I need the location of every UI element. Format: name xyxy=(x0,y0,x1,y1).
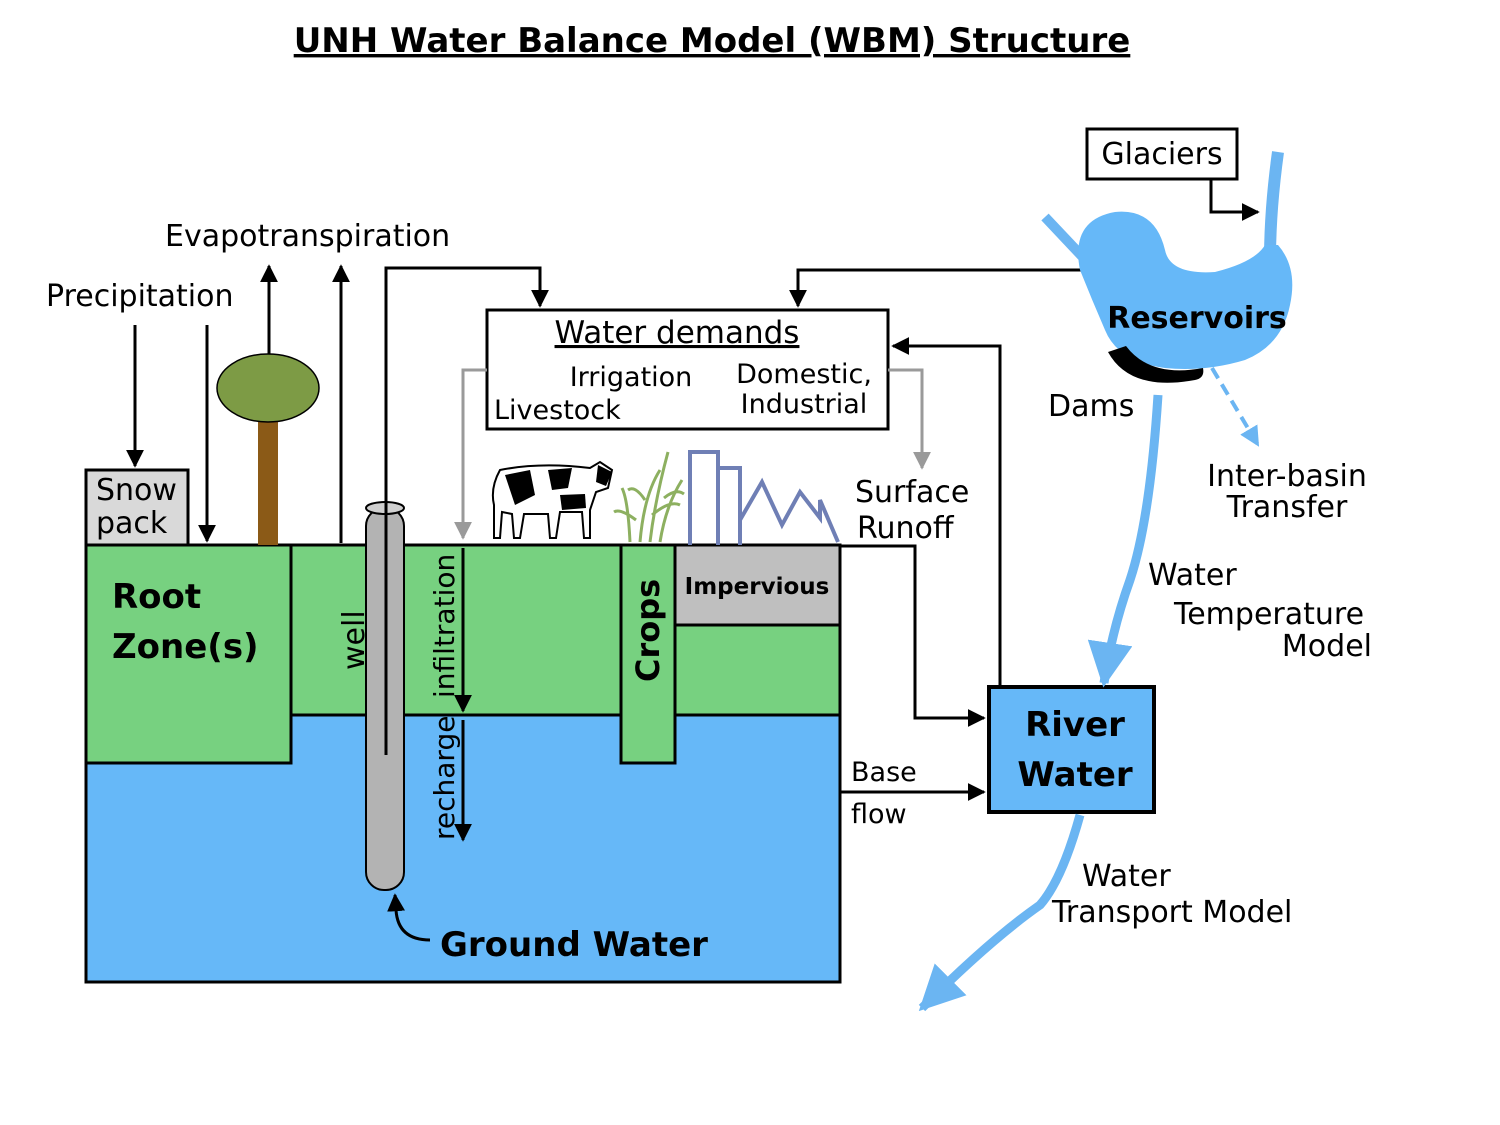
livestock-return-arrow xyxy=(454,368,487,540)
glacier-stream xyxy=(1264,151,1284,261)
root-zone-box xyxy=(84,543,293,765)
temperature-model-label-1: Water xyxy=(1148,558,1237,593)
reservoir-lake xyxy=(1078,211,1293,369)
city-buildings-icon xyxy=(688,450,840,545)
reservoir-to-demands-arrow xyxy=(789,268,1086,308)
evapotranspiration-label: Evapotranspiration xyxy=(165,219,450,254)
snow-pack-box xyxy=(84,468,190,547)
surface-runoff-arrow xyxy=(840,544,986,727)
glaciers-label: Glaciers xyxy=(1101,137,1222,172)
crops-column xyxy=(619,543,677,765)
ground-water-pointer xyxy=(387,893,431,942)
well-to-demands-arrow xyxy=(384,266,549,755)
crops-label: Crops xyxy=(629,579,667,682)
well-label: well xyxy=(337,610,372,670)
river-outflow-stream xyxy=(918,813,1085,1012)
snow-pack-label-2: pack xyxy=(96,506,168,541)
diagram-title: UNH Water Balance Model (WBM) Structure xyxy=(294,21,1131,61)
root-zone-label-1: Root xyxy=(112,577,201,617)
transport-model-label-2: Transport Model xyxy=(1051,895,1292,930)
infiltration-label: infiltration xyxy=(428,554,461,698)
dam-icon xyxy=(1108,346,1204,383)
reservoir-outflow-stream xyxy=(1087,394,1163,688)
glacier-melt-arrow xyxy=(1209,179,1260,221)
temperature-model-label-3: Model xyxy=(1282,629,1372,664)
surface-runoff-label-1: Surface xyxy=(855,475,969,510)
crop-plants-icon xyxy=(613,451,685,543)
recharge-label: recharge xyxy=(428,716,461,840)
temperature-model-label-2: Temperature xyxy=(1173,597,1364,632)
reservoirs-label: Reservoirs xyxy=(1107,301,1287,336)
base-flow-label-1: Base xyxy=(851,757,917,788)
industrial-label: Industrial xyxy=(741,389,868,420)
base-flow-label-2: flow xyxy=(851,799,907,830)
impervious-label: Impervious xyxy=(685,574,830,600)
domestic-return-arrow xyxy=(888,368,931,470)
river-water-label-2: Water xyxy=(1017,755,1133,795)
precipitation-label: Precipitation xyxy=(46,279,234,314)
transport-model-label-1: Water xyxy=(1082,859,1171,894)
river-water-label-1: River xyxy=(1025,705,1125,745)
inter-basin-arrow xyxy=(1210,366,1260,447)
water-demands-title: Water demands xyxy=(555,315,800,351)
ground-water-label: Ground Water xyxy=(440,925,708,965)
tree-icon xyxy=(216,353,320,545)
inter-basin-label-1: Inter-basin xyxy=(1207,459,1367,494)
inter-basin-label-2: Transfer xyxy=(1226,490,1348,525)
surface-runoff-label-2: Runoff xyxy=(857,511,955,546)
glaciers-box xyxy=(1085,127,1239,181)
impervious-box xyxy=(673,543,842,627)
water-demands-box xyxy=(485,308,890,431)
cow-icon xyxy=(491,460,614,539)
livestock-label: Livestock xyxy=(494,395,621,426)
irrigation-label: Irrigation xyxy=(570,362,693,393)
dams-label: Dams xyxy=(1048,389,1134,424)
root-zone-label-2: Zone(s) xyxy=(112,627,259,667)
river-to-demands-arrow xyxy=(891,337,1002,688)
domestic-label: Domestic, xyxy=(736,359,872,390)
river-water-box xyxy=(987,685,1156,814)
snow-pack-label-1: Snow xyxy=(96,473,177,508)
